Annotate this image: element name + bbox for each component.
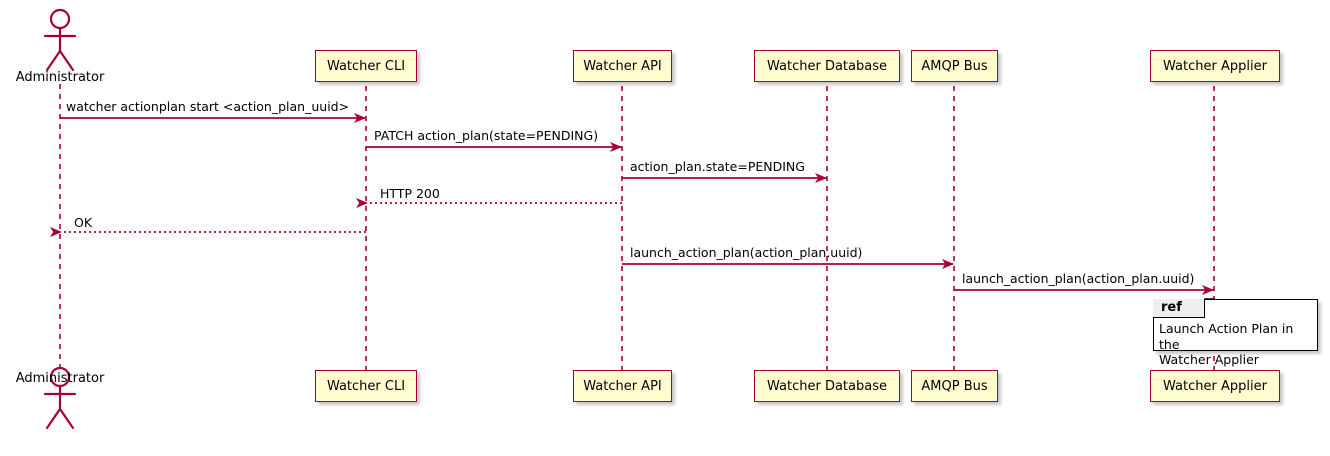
participant-box-watcher-cli-top[interactable]: Watcher CLI xyxy=(315,50,417,82)
participant-label-watcher-cli-top: Watcher CLI xyxy=(326,58,406,74)
message-label-m5: OK xyxy=(74,215,93,230)
message-label-m7: launch_action_plan(action_plan.uuid) xyxy=(962,271,1195,286)
ref-fragment-keyword: ref xyxy=(1153,299,1205,318)
participant-label-amqp-bus-top: AMQP Bus xyxy=(921,58,988,74)
participant-box-watcher-database-bottom[interactable]: Watcher Database xyxy=(754,370,900,402)
participant-box-watcher-api-bottom[interactable]: Watcher API xyxy=(573,370,672,402)
participant-box-amqp-bus-bottom[interactable]: AMQP Bus xyxy=(911,370,998,402)
participant-box-watcher-cli-bottom[interactable]: Watcher CLI xyxy=(315,370,417,402)
participant-box-watcher-database-top[interactable]: Watcher Database xyxy=(754,50,900,82)
actor-label-administrator-bottom[interactable]: Administrator xyxy=(15,371,105,386)
participant-label-watcher-applier-bottom: Watcher Applier xyxy=(1163,378,1267,394)
message-label-m3: action_plan.state=PENDING xyxy=(630,159,805,174)
actor-figures-group xyxy=(43,8,77,430)
participant-label-watcher-database-top: Watcher Database xyxy=(767,58,887,74)
lifelines-group xyxy=(59,84,1215,372)
message-label-m6: launch_action_plan(action_plan.uuid) xyxy=(630,245,863,260)
actor-label-administrator-top[interactable]: Administrator xyxy=(15,70,105,85)
message-arrows-group xyxy=(50,113,1214,295)
participant-box-watcher-api-top[interactable]: Watcher API xyxy=(573,50,672,82)
participant-label-watcher-applier-top: Watcher Applier xyxy=(1163,58,1267,74)
participant-label-amqp-bus-bottom: AMQP Bus xyxy=(921,378,988,394)
participant-label-watcher-database-bottom: Watcher Database xyxy=(767,378,887,394)
message-label-m4: HTTP 200 xyxy=(380,186,440,201)
participant-label-watcher-cli-bottom: Watcher CLI xyxy=(326,378,406,394)
participant-label-watcher-api-top: Watcher API xyxy=(583,58,662,74)
ref-fragment-text: Launch Action Plan in the Watcher Applie… xyxy=(1159,321,1294,368)
actor-figure-administrator-bottom xyxy=(43,366,77,430)
participant-box-watcher-applier-bottom[interactable]: Watcher Applier xyxy=(1150,370,1280,402)
message-label-m2: PATCH action_plan(state=PENDING) xyxy=(374,128,599,143)
message-label-m1: watcher actionplan start <action_plan_uu… xyxy=(66,99,350,114)
actor-figure-administrator-top xyxy=(43,8,77,72)
participant-label-watcher-api-bottom: Watcher API xyxy=(583,378,662,394)
participant-box-amqp-bus-top[interactable]: AMQP Bus xyxy=(911,50,998,82)
participant-box-watcher-applier-top[interactable]: Watcher Applier xyxy=(1150,50,1280,82)
